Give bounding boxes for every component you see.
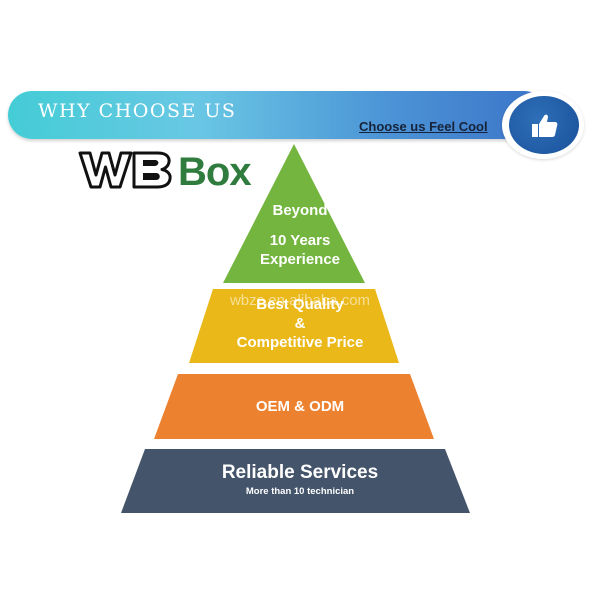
tier3-line1: OEM & ODM [255, 398, 345, 415]
svg-text:Box: Box [178, 150, 251, 191]
wbbox-logo: Box [78, 150, 252, 191]
tier2-line2: & [294, 315, 306, 332]
pyramid-tier-quality [189, 289, 399, 363]
thumbs-up-icon [532, 114, 558, 137]
tier2-line3: Competitive Price [236, 334, 364, 351]
pyramid-tier-services [121, 449, 470, 513]
tier1-line2: 10 Years [269, 232, 331, 249]
tier4-subtitle: More than 10 technician [245, 486, 355, 497]
banner-tagline: Choose us Feel Cool [359, 119, 488, 134]
why-choose-us-banner [8, 91, 548, 139]
tier4-title: Reliable Services [221, 462, 379, 483]
tier1-line1: Beyond [272, 202, 328, 219]
tier2-line1: Best Quality [256, 296, 344, 313]
pyramid-tier-experience [223, 144, 365, 283]
tier1-line3: Experience [259, 251, 341, 268]
banner-title: WHY CHOOSE US [38, 100, 237, 122]
pyramid-tier-oem [154, 374, 434, 439]
thumbs-up-badge [509, 96, 579, 154]
